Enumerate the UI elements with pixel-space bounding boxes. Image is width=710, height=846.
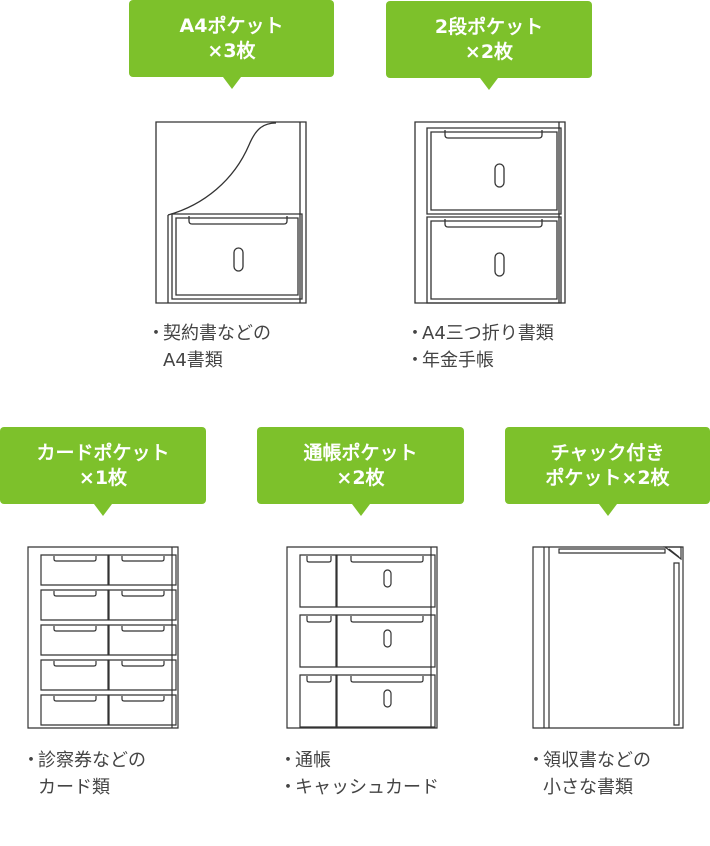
bullet: ・ [406, 350, 424, 371]
badge-card-pocket: カードポケット ×1枚 [0, 427, 206, 516]
bullet: ・ [22, 750, 40, 771]
desc-text: カード類 [38, 777, 110, 798]
badge-zipper-pocket: チャック付き ポケット×2枚 [505, 427, 710, 516]
badge-line-2: ポケット×2枚 [545, 466, 670, 489]
badge-a4-pocket: A4ポケット ×3枚 [129, 0, 334, 89]
badge-line-1: チャック付き [550, 441, 665, 464]
passbook-pocket-description: ・通帳 ・キャッシュカード [279, 747, 439, 801]
desc-text: 契約書などの [163, 323, 271, 344]
desc-text: 診察券などの [38, 750, 146, 771]
badge-line-2: ×1枚 [78, 466, 128, 489]
two-tier-pocket-description: ・A4三つ折り書類 ・年金手帳 [406, 320, 554, 374]
desc-text: A4三つ折り書類 [422, 323, 554, 344]
desc-text: 小さな書類 [543, 777, 633, 798]
badge-passbook-pocket: 通帳ポケット ×2枚 [257, 427, 464, 516]
badge-line-2: ×2枚 [464, 40, 514, 63]
badge-line-1: カードポケット [36, 441, 170, 464]
desc-text: A4書類 [163, 350, 223, 371]
badge-line-1: 2段ポケット [434, 15, 544, 38]
zipper-pocket-illustration [531, 545, 686, 730]
passbook-pocket-illustration [285, 545, 440, 730]
badge-line-2: ×3枚 [207, 39, 256, 62]
zipper-pocket-description: ・領収書などの 小さな書類 [527, 747, 651, 801]
two-tier-pocket-illustration [413, 120, 568, 305]
badge-line-1: 通帳ポケット [303, 441, 418, 464]
desc-text: 年金手帳 [422, 350, 494, 371]
bullet: ・ [406, 323, 424, 344]
bullet: ・ [279, 777, 297, 798]
desc-text: 通帳 [295, 750, 331, 771]
a4-pocket-illustration [154, 120, 309, 305]
card-pocket-description: ・診察券などの カード類 [22, 747, 146, 801]
a4-pocket-description: ・契約書などの A4書類 [147, 320, 271, 374]
desc-text: 領収書などの [543, 750, 651, 771]
bullet: ・ [147, 323, 165, 344]
badge-two-tier-pocket: 2段ポケット ×2枚 [386, 1, 592, 90]
desc-text: キャッシュカード [295, 777, 439, 798]
card-pocket-illustration [26, 545, 180, 730]
badge-line-1: A4ポケット [179, 14, 284, 37]
bullet: ・ [527, 750, 545, 771]
bullet: ・ [279, 750, 297, 771]
badge-line-2: ×2枚 [336, 466, 385, 489]
